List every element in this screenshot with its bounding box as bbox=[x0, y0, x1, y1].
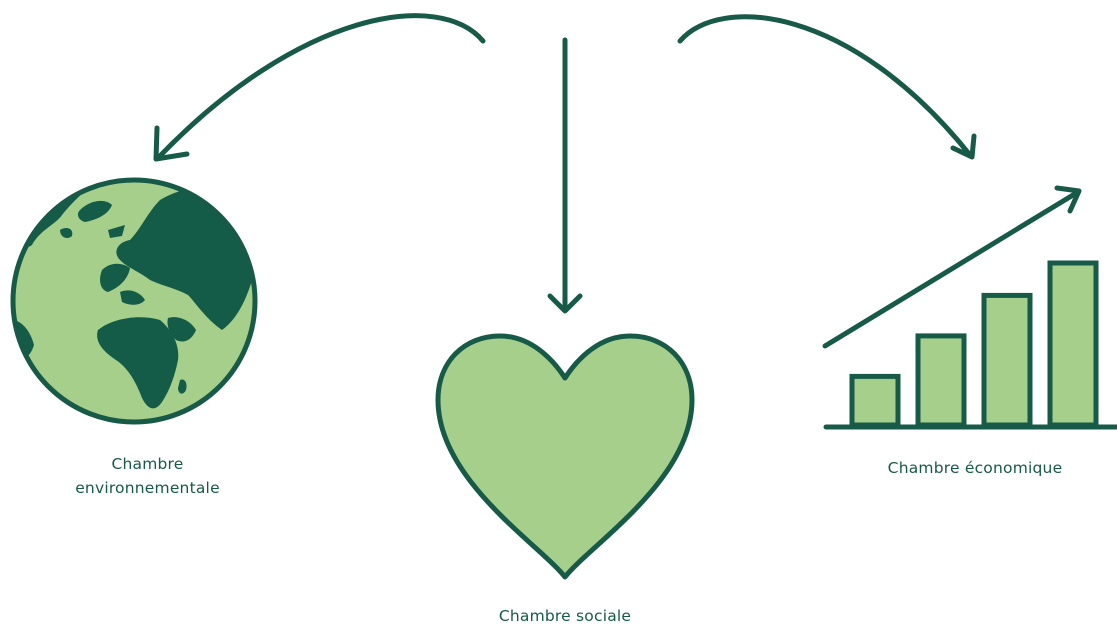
label-env-line1: Chambre bbox=[111, 455, 184, 473]
trend-arrow-icon bbox=[822, 185, 1082, 349]
heart-icon bbox=[435, 333, 695, 580]
chart-bar-3 bbox=[981, 292, 1033, 428]
chart-bar-1 bbox=[849, 373, 901, 428]
arrow-to-social bbox=[547, 37, 583, 314]
label-chambre-economique: Chambre économique bbox=[887, 459, 1063, 477]
label-chambre-environnementale: Chambre environnementale bbox=[40, 452, 255, 500]
globe-icon bbox=[10, 177, 258, 425]
arrow-to-environment bbox=[153, 13, 486, 162]
chart-bar-2 bbox=[915, 333, 967, 428]
label-chambre-sociale: Chambre sociale bbox=[498, 607, 632, 625]
bar-chart-growth-icon bbox=[822, 185, 1117, 430]
label-env-line2: environnementale bbox=[75, 479, 220, 497]
bar-chart-bars bbox=[849, 260, 1099, 428]
chart-bar-4 bbox=[1047, 260, 1099, 428]
arrow-to-economic bbox=[677, 14, 977, 160]
